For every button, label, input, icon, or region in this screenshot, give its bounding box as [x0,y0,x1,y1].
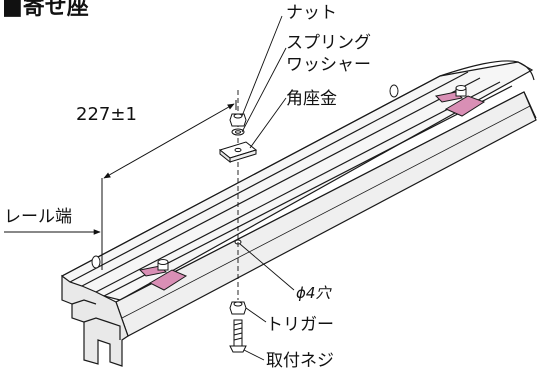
rail [61,60,537,367]
leader-lines [239,15,295,361]
trigger [229,301,247,315]
dimension-label: 227±1 [76,104,137,125]
dimension-line [101,100,237,270]
clip-left [138,259,188,291]
spring-washer [231,128,245,136]
nut [229,113,247,127]
trigger-label: トリガー [266,315,334,335]
rail-end-label: レール端 [4,207,72,227]
diagram-title: ■寄せ座 [2,0,89,20]
nut-label: ナット [286,3,337,23]
square-washer-label: 角座金 [286,89,337,109]
rail-end-hole [91,255,101,269]
spring-washer-label-2: ワッシャー [286,55,371,75]
mounting-screw [229,319,247,353]
mounting-screw-label: 取付ネジ [266,351,334,371]
rail-far-hole [389,84,399,98]
square-washer [218,141,258,164]
spring-washer-label-1: スプリング [286,33,371,53]
phi4-hole-label: ϕ4穴 [296,284,332,302]
clip-right [434,85,486,117]
